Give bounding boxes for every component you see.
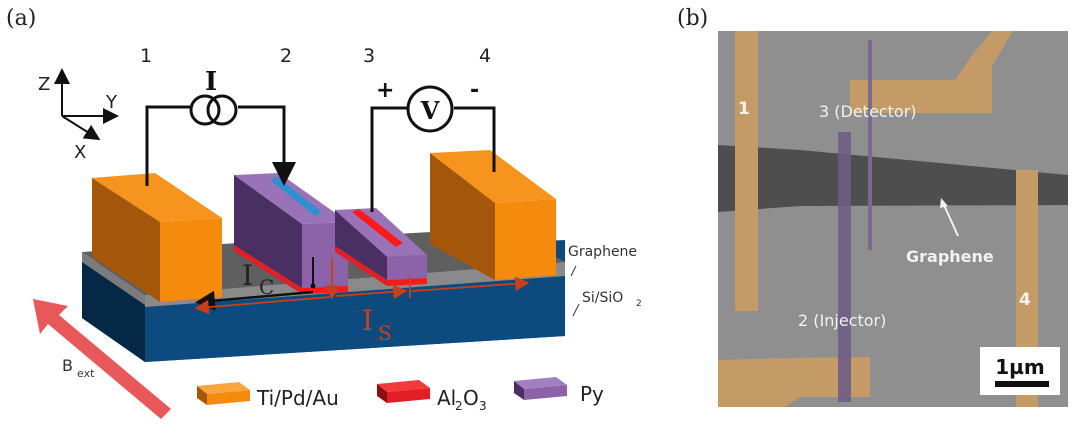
scale-bar-label: 1µm xyxy=(995,355,1044,379)
sem-label-contact-1: 1 xyxy=(738,99,750,119)
sem-contact-bottom xyxy=(718,357,870,407)
z-axis-label: Z xyxy=(38,74,50,95)
svg-text:3: 3 xyxy=(479,399,487,413)
contact-number-1: 1 xyxy=(140,45,152,67)
device-schematic: Z Y X 1 2 3 4 xyxy=(33,45,642,419)
graphene-flake xyxy=(718,145,1068,212)
legend-label-ti-pd-au: Ti/Pd/Au xyxy=(256,386,339,410)
contact-1-gold xyxy=(92,173,222,302)
contact-number-2: 2 xyxy=(280,45,292,67)
voltmeter-icon xyxy=(406,85,454,133)
voltmeter-minus: - xyxy=(470,78,479,103)
graphene-layer-label: Graphene xyxy=(568,244,637,260)
legend-item-al2o3: Al 2 O 3 xyxy=(377,380,487,413)
contact-4-gold xyxy=(430,150,556,280)
sem-label-detector: 3 (Detector) xyxy=(819,102,916,121)
field-label: B xyxy=(62,356,73,375)
charge-current-label: I xyxy=(242,259,253,292)
legend-label-al2o3: Al xyxy=(437,386,456,410)
sem-contact-1 xyxy=(735,31,758,311)
spin-current-label: I xyxy=(362,304,373,337)
y-axis-label: Y xyxy=(105,92,118,113)
coordinate-axes: Z Y X xyxy=(38,68,119,163)
magnetization-arrow-detector xyxy=(352,209,403,247)
svg-text:2: 2 xyxy=(455,399,463,413)
sem-py-injector xyxy=(838,132,851,402)
charge-current-sub: C xyxy=(259,275,274,299)
voltmeter-label: V xyxy=(420,96,440,125)
panel-a-label: (a) xyxy=(6,6,37,31)
current-source-label: I xyxy=(205,67,217,97)
voltmeter-plus: + xyxy=(376,78,394,103)
panel-b-label: (b) xyxy=(677,6,709,31)
x-axis-label: X xyxy=(74,142,86,163)
contact-3-py-detector xyxy=(335,208,427,286)
spin-current-path: I S xyxy=(194,258,530,345)
sem-label-contact-4: 4 xyxy=(1019,290,1031,310)
field-label-sub: ext xyxy=(77,367,95,380)
sem-label-injector: 2 (Injector) xyxy=(798,311,886,330)
scale-bar: 1µm xyxy=(980,347,1060,395)
substrate-layer-label: Si/SiO xyxy=(582,290,623,306)
current-source-icon xyxy=(189,94,221,126)
sem-py-detector xyxy=(868,40,872,250)
sem-label-graphene: Graphene xyxy=(906,247,994,266)
substrate-layer-sub: 2 xyxy=(636,299,642,309)
current-source-circuit: I xyxy=(145,67,296,186)
legend-label-py: Py xyxy=(580,382,604,406)
legend-item-ti-pd-au: Ti/Pd/Au xyxy=(197,382,339,410)
contact-number-4: 4 xyxy=(479,45,491,67)
svg-text:O: O xyxy=(463,386,479,410)
magnetization-arrow-injector xyxy=(270,177,322,216)
material-legend: Ti/Pd/Au Al 2 O 3 Py xyxy=(197,377,604,413)
spin-current-sub: S xyxy=(378,321,392,345)
contact-number-3: 3 xyxy=(363,45,375,67)
sem-contact-top xyxy=(850,31,1013,113)
charge-current-path: I C xyxy=(195,257,316,311)
external-field-arrow: B ext xyxy=(33,299,171,419)
voltmeter-circuit: V + - xyxy=(370,78,496,212)
legend-item-py: Py xyxy=(514,377,604,406)
